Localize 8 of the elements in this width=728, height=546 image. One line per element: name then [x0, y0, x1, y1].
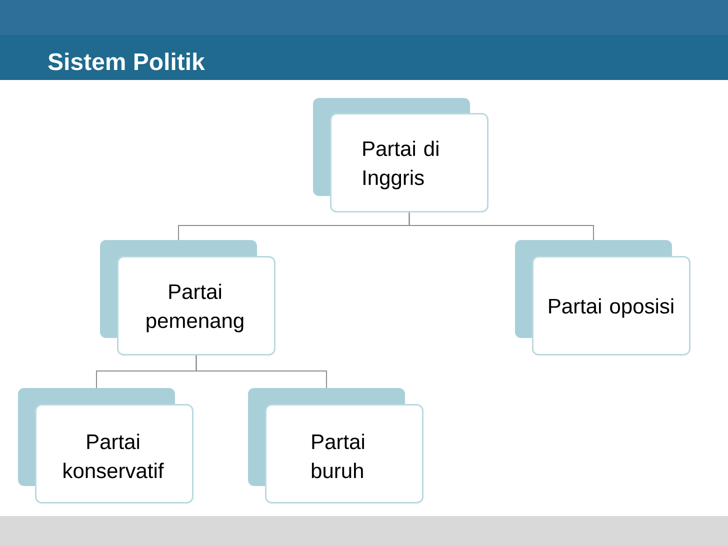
process-box: Partai di Inggris [313, 98, 488, 212]
connector [408, 212, 594, 240]
process-box: Partai konservatif [18, 388, 194, 504]
connector [196, 355, 327, 388]
process-box: Partai oposisi [515, 240, 690, 356]
process-box: Partai pemenang [100, 240, 276, 356]
process-box: Partai buruh [248, 388, 424, 504]
diagram-title: Sistem Politik [48, 52, 205, 70]
